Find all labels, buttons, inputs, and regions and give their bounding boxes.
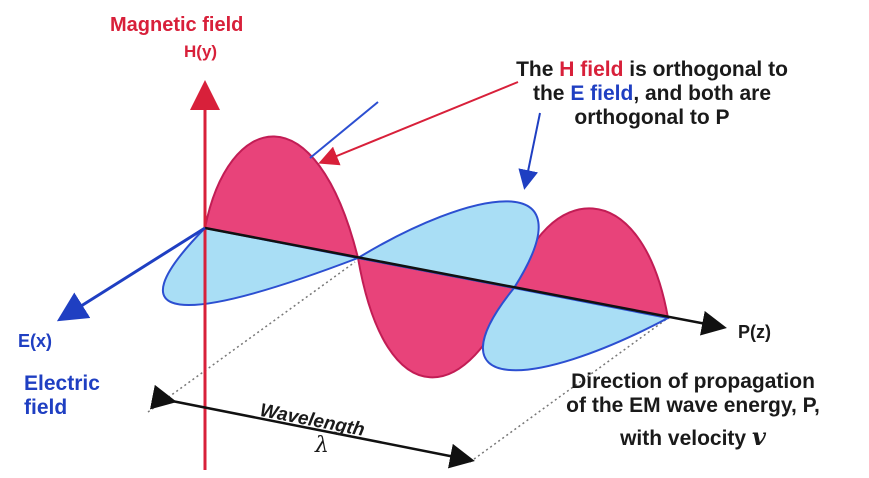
h-field-pointer [318, 81, 519, 166]
magnetic-lobe-1 [203, 135, 360, 260]
lambda-label: λ [315, 433, 329, 458]
h-field-term: H field [559, 58, 624, 81]
magnetic-field-label: Magnetic field [110, 14, 244, 36]
p-axis-label: P(z) [738, 322, 771, 342]
propagation-note: Direction of propagation of the EM wave … [566, 370, 820, 452]
velocity-symbol: v [751, 422, 766, 452]
h-axis-label: H(y) [184, 42, 218, 61]
e-field-pointer [518, 112, 541, 190]
note-line-1: The H field is orthogonal to [516, 58, 788, 81]
note-line-2: the E field, and both are [532, 82, 772, 106]
electric-lobe-3 [481, 286, 671, 372]
p-axis [204, 226, 727, 336]
wavelength-guide-right [469, 317, 669, 463]
e-field-term: E field [570, 82, 634, 106]
e-axis [56, 226, 206, 322]
e-axis-label: E(x) [18, 331, 53, 351]
orthogonal-note: The H field is orthogonal to the E field… [452, 58, 852, 130]
electric-field-label: Electric field [24, 372, 100, 420]
note-line-3: orthogonal to P [574, 106, 730, 130]
wavelength-arrow [149, 384, 475, 469]
electric-lobe-1 [161, 226, 362, 307]
accent-line [309, 101, 379, 159]
